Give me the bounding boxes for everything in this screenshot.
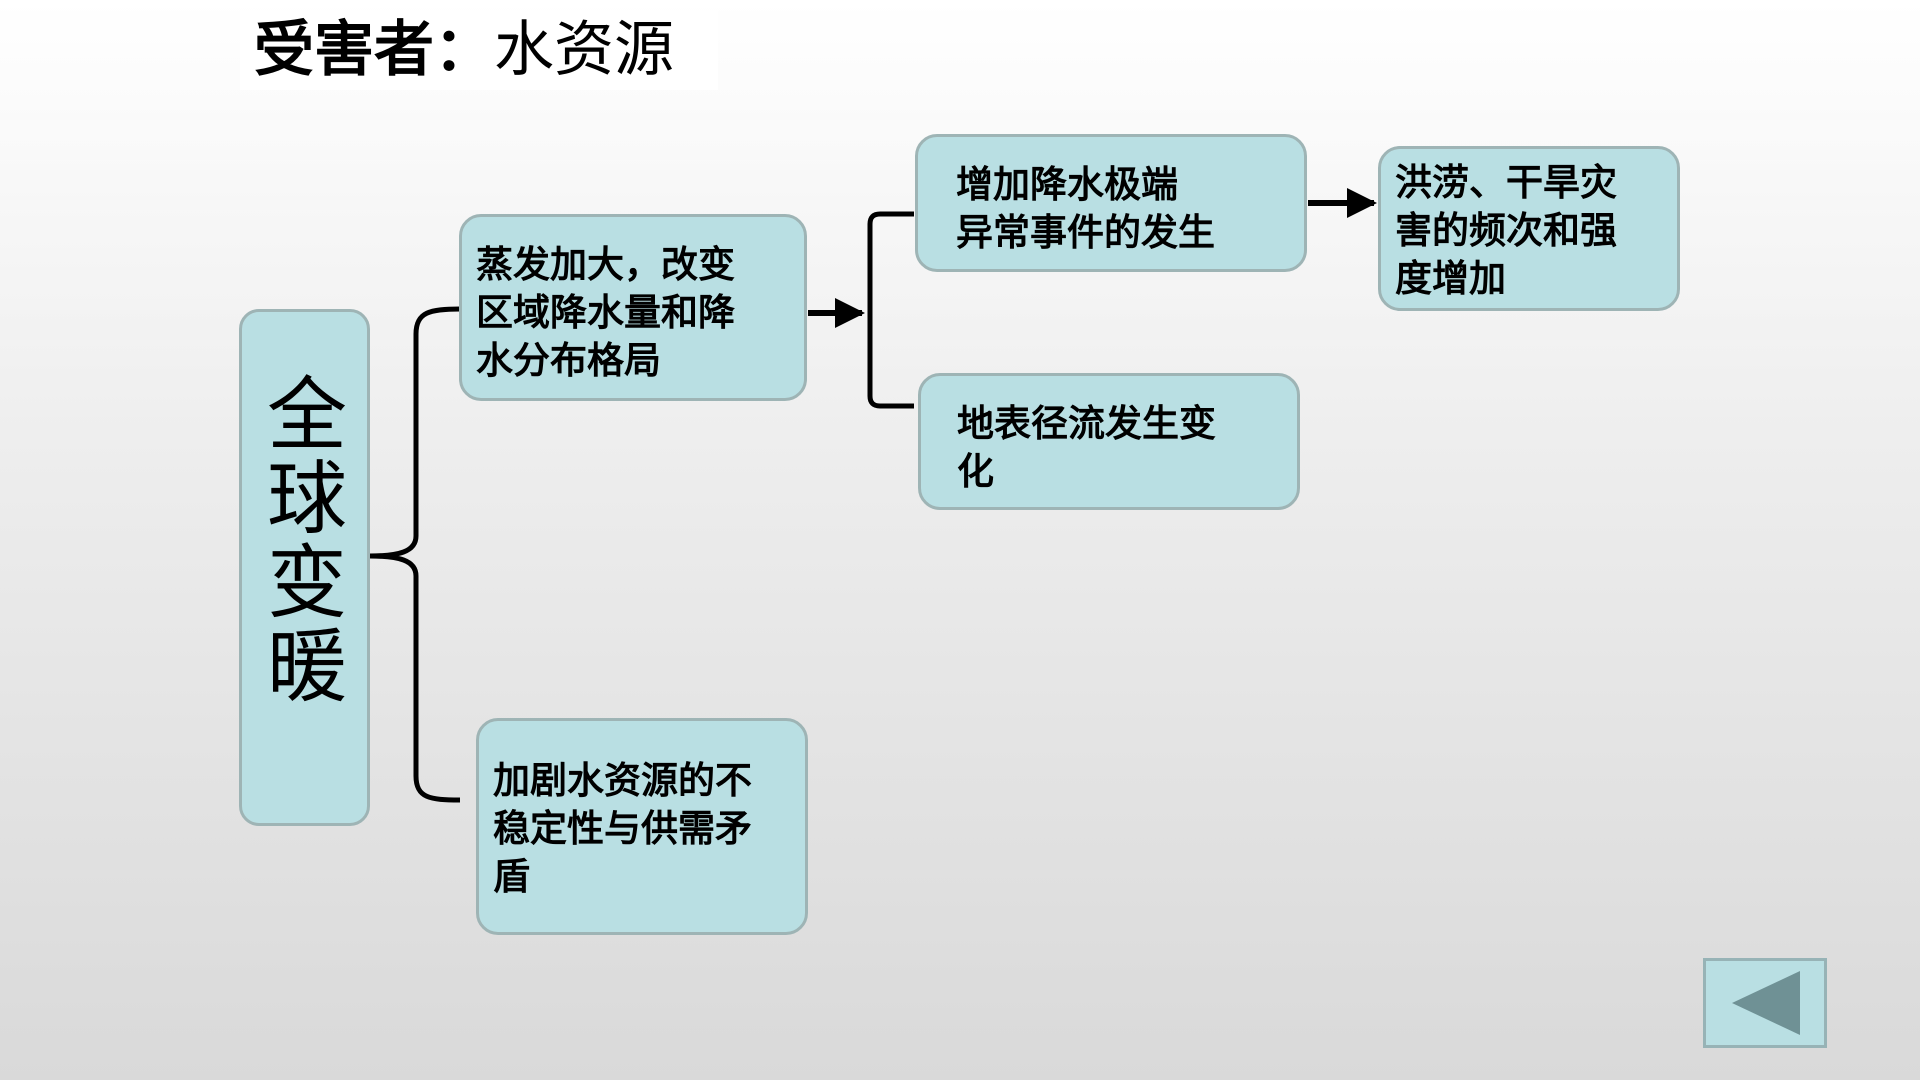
root-node-global-warming: 全球变暖: [239, 309, 370, 826]
node-extreme-events-label: 增加降水极端 异常事件的发生: [956, 163, 1215, 254]
node-instability: 加剧水资源的不 稳定性与供需矛 盾: [476, 718, 808, 935]
node-disaster-frequency-label: 洪涝、干旱灾 害的频次和强 度增加: [1395, 161, 1617, 300]
node-surface-runoff-label: 地表径流发生变 化: [957, 402, 1216, 493]
title-subject: 水资源: [494, 15, 674, 85]
node-extreme-events: 增加降水极端 异常事件的发生: [915, 134, 1307, 272]
page-title: 受害者：水资源: [240, 10, 718, 90]
node-evaporation: 蒸发加大，改变 区域降水量和降 水分布格局: [459, 214, 807, 401]
node-instability-label: 加剧水资源的不 稳定性与供需矛 盾: [493, 759, 752, 898]
node-disaster-frequency: 洪涝、干旱灾 害的频次和强 度增加: [1378, 146, 1680, 311]
title-prefix: 受害者：: [254, 15, 494, 85]
branch-bracket: [867, 211, 914, 409]
triangle-left-icon: [1732, 971, 1800, 1035]
root-bracket: [367, 306, 461, 803]
root-node-label: 全球变暖: [254, 372, 347, 708]
node-evaporation-label: 蒸发加大，改变 区域降水量和降 水分布格局: [476, 243, 735, 382]
node-surface-runoff: 地表径流发生变 化: [918, 373, 1300, 510]
back-button[interactable]: [1703, 958, 1827, 1048]
